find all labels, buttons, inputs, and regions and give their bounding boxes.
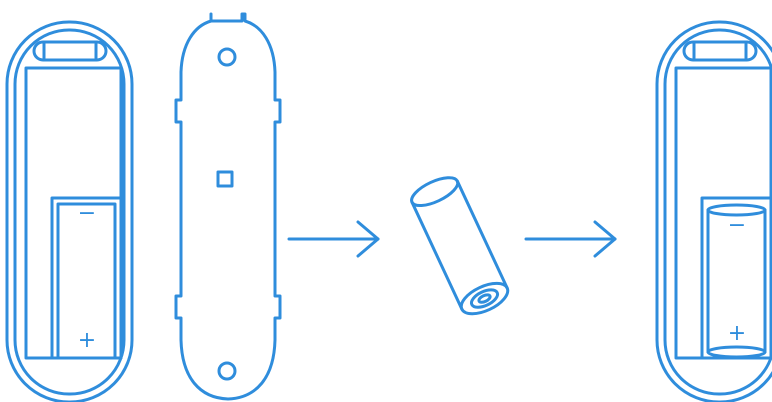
- empty-device-housing: [5, 20, 134, 402]
- bottom-screw-hole: [217, 361, 237, 381]
- center-square-mark: [216, 170, 234, 188]
- result-step-arrow: [524, 220, 617, 258]
- device-with-battery: [655, 20, 772, 402]
- spring-contact-icon: [32, 40, 108, 62]
- arrow-right-icon: [524, 220, 617, 258]
- battery-slot: [56, 202, 117, 360]
- plus-marker: +: [78, 328, 96, 353]
- cover-plate-icon: [174, 12, 282, 401]
- installed-battery: [706, 203, 767, 359]
- battery-compartment: [24, 66, 123, 360]
- housing-inner-shell: [663, 28, 772, 396]
- plus-marker: +: [728, 321, 746, 346]
- back-cover: [174, 12, 282, 401]
- insert-step-arrow: [287, 220, 380, 258]
- top-screw-hole: [217, 47, 237, 67]
- spring-contact-icon: [682, 40, 758, 62]
- battery-cell-icon: [410, 176, 510, 316]
- housing-inner-shell: [13, 28, 126, 396]
- minus-marker: −: [78, 201, 96, 226]
- arrow-right-icon: [287, 220, 380, 258]
- housing-outer-shell: [655, 20, 772, 402]
- housing-outer-shell: [5, 20, 134, 402]
- battery: [410, 176, 510, 316]
- minus-marker: −: [728, 213, 746, 238]
